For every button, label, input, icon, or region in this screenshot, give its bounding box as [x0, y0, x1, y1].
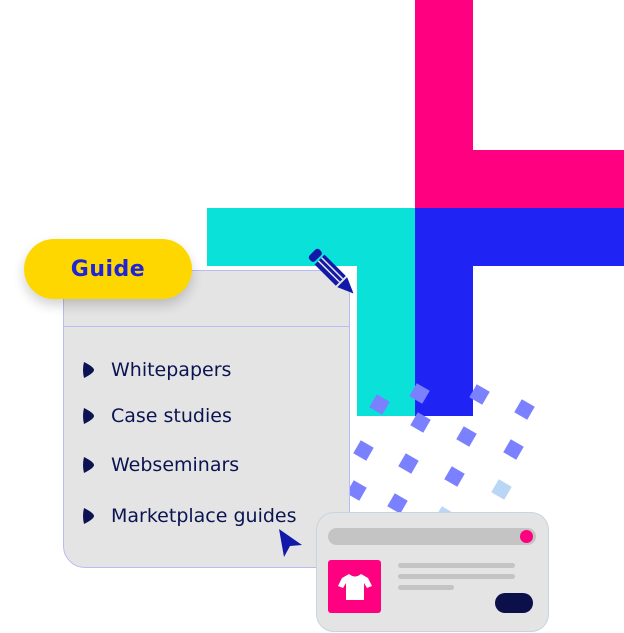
- list-item-label: Webseminars: [111, 454, 240, 476]
- diamond-bullet-icon: [83, 457, 94, 473]
- blue-cross-arm-vertical: [415, 208, 473, 416]
- list-item-case-studies[interactable]: Case studies: [82, 403, 232, 429]
- card-text-line: [398, 585, 454, 590]
- pattern-diamond: [456, 426, 477, 447]
- card-action-button[interactable]: [495, 593, 533, 613]
- list-item-label: Whitepapers: [111, 359, 232, 381]
- pattern-diamond: [444, 466, 465, 487]
- list-item-marketplace-guides[interactable]: Marketplace guides: [82, 503, 297, 529]
- panel-divider: [63, 326, 350, 327]
- card-text-line: [398, 574, 515, 579]
- diamond-bullet-icon: [83, 408, 94, 424]
- list-item-label: Case studies: [111, 405, 232, 427]
- pattern-diamond: [514, 399, 535, 420]
- pattern-diamond-light: [491, 479, 512, 500]
- card-status-dot: [520, 530, 533, 543]
- diamond-bullet-icon: [83, 508, 94, 524]
- pattern-diamond: [503, 439, 524, 460]
- pencil-icon[interactable]: [300, 240, 366, 306]
- product-thumbnail[interactable]: [328, 560, 381, 613]
- guide-badge[interactable]: Guide: [24, 239, 192, 299]
- pink-cross-arm-horizontal: [415, 150, 624, 208]
- card-text-line: [398, 563, 515, 568]
- pattern-diamond: [387, 493, 408, 514]
- mouse-pointer-icon: [279, 529, 302, 557]
- pattern-diamond: [353, 440, 374, 461]
- guide-badge-label: Guide: [70, 256, 146, 282]
- diamond-bullet-icon: [83, 362, 94, 378]
- guide-panel: [63, 270, 350, 568]
- pattern-diamond: [398, 453, 419, 474]
- card-search-bar[interactable]: [328, 528, 536, 545]
- list-item-webseminars[interactable]: Webseminars: [82, 452, 239, 478]
- list-item-whitepapers[interactable]: Whitepapers: [82, 357, 231, 383]
- teal-cross-arm-vertical: [357, 208, 415, 416]
- list-item-label: Marketplace guides: [111, 505, 297, 527]
- tshirt-icon: [337, 573, 372, 600]
